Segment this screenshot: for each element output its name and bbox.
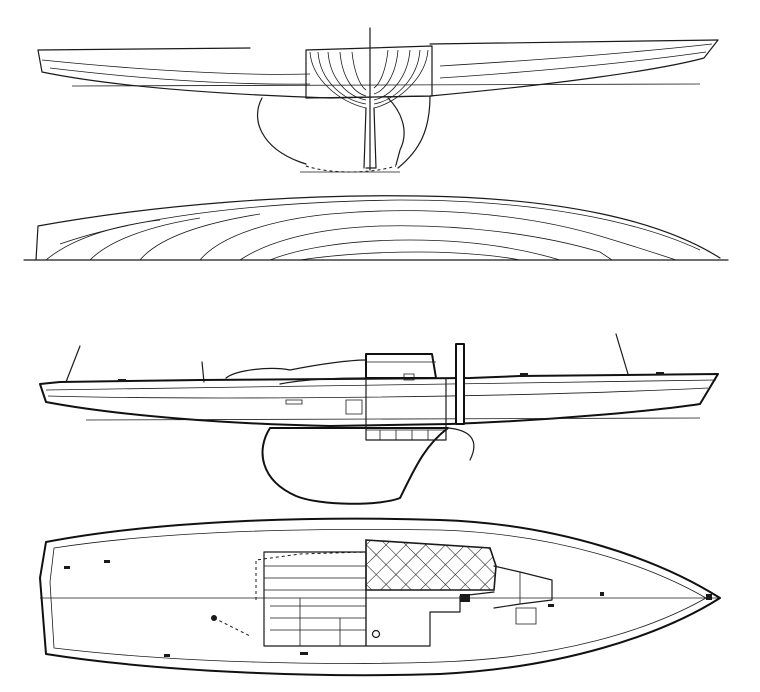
tiller-line [213,617,251,637]
body-plan-view [37,27,719,173]
profile-waterline [85,417,701,421]
deck-fittings [64,560,712,657]
profile-rudder [447,427,475,461]
cabin-slats [366,361,446,440]
cabin-trunk-lower [365,377,447,441]
winch-post [201,361,205,383]
bow-pulpit-pole [65,345,81,383]
hatch-box [515,607,537,625]
coaming-lower [279,377,367,385]
profile-sheer-1 [45,379,717,391]
rudder-outline [397,95,431,169]
mast-step [460,594,470,602]
section-curves-right [373,49,429,109]
keel-bulb-outline [305,165,397,173]
sheer-line [37,39,719,51]
profile-view [39,333,719,505]
profile-keel [261,427,449,505]
waterline-curves [45,199,701,261]
section-curves-left [309,51,367,109]
cabin-top-hatched [365,539,497,591]
cockpit-coaming [225,359,367,379]
mast-stub [455,343,465,425]
interior-bunk [285,399,363,415]
half-breadth-outline [35,195,721,261]
cockpit-benches [264,565,366,646]
winch-icon [371,629,381,639]
stern-pole [615,333,629,375]
half-breadth-view [23,195,729,261]
keel-stem [363,107,377,169]
cabin-trunk [365,353,437,379]
cockpit-coaming-dashed [255,551,367,600]
buttock-line-2 [49,51,707,85]
profile-sheer-2 [47,387,709,399]
forward-hatch [493,565,553,609]
buttock-line-1 [41,43,713,75]
section-box [305,45,433,99]
deck-plan-view [39,517,721,677]
deck-cleats [118,372,664,382]
keel-profile [257,97,405,166]
cabin-window [403,373,415,381]
